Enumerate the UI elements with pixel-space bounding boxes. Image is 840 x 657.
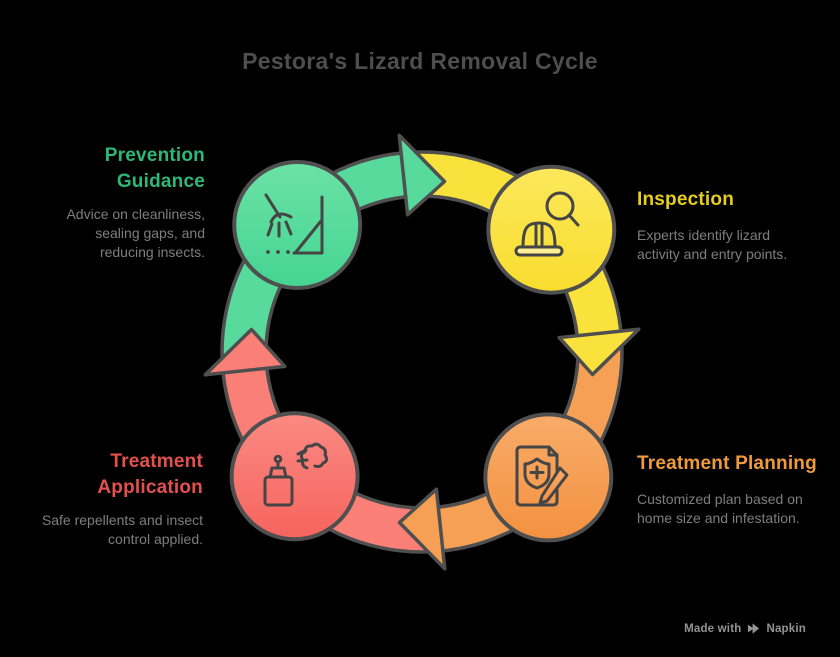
dust-dots: [266, 250, 290, 254]
stage-heading-treatment-application: Treatment Application: [97, 451, 203, 498]
stage-description-treatment-planning: Customized plan based on home size and i…: [637, 491, 803, 526]
stage-text-prevention-guidance: Prevention Guidance Advice on cleanlines…: [25, 143, 205, 262]
page-title: Pestora's Lizard Removal Cycle: [242, 48, 598, 74]
cycle-arrows: [203, 133, 641, 571]
magnifier-lens: [545, 191, 575, 221]
broom-bristles: [266, 220, 293, 238]
corner-lines: [292, 195, 324, 255]
spray-cloud: [299, 442, 329, 470]
stage-text-treatment-planning: Treatment Planning Customized plan based…: [637, 451, 837, 528]
watermark-prefix: Made with: [684, 622, 742, 635]
shield-cross: [529, 465, 545, 480]
stage-description-inspection: Experts identify lizard activity and ent…: [637, 227, 788, 262]
stage-text-inspection: Inspection Experts identify lizard activ…: [637, 187, 832, 264]
pencil: [538, 466, 569, 505]
document-fold: [547, 445, 559, 457]
bottle-body: [263, 475, 294, 507]
watermark-brand: Napkin: [766, 622, 806, 635]
watermark: Made with Napkin: [684, 622, 806, 635]
corner-diagonal: [294, 219, 323, 254]
broom-sweeping-icon: [264, 193, 324, 255]
document-outline: [515, 445, 559, 507]
spray-bottle-icon: [263, 442, 329, 507]
stage-heading-treatment-planning: Treatment Planning: [637, 453, 817, 474]
nozzle-ball: [273, 454, 283, 464]
magnifier-handle: [567, 213, 580, 227]
hard-hat-magnifier-icon: [514, 191, 580, 257]
helmet-ridge: [534, 222, 544, 249]
stage-description-prevention-guidance: Advice on cleanliness, sealing gaps, and…: [66, 206, 205, 260]
stage-circle-treatment-application: [229, 411, 360, 542]
arrowhead-inspection-to-treatment-planning: [557, 327, 641, 377]
stage-text-treatment-application: Treatment Application Safe repellents an…: [23, 449, 203, 549]
stage-heading-inspection: Inspection: [637, 189, 735, 210]
stage-description-treatment-application: Safe repellents and insect control appli…: [41, 512, 203, 547]
arrowhead-treatment-application-to-prevention-guidance: [203, 327, 287, 377]
arrowhead-treatment-planning-to-treatment-application: [397, 487, 447, 571]
helmet-brim: [514, 245, 564, 257]
arrowhead-prevention-guidance-to-inspection: [397, 133, 447, 217]
shield-outline: [523, 457, 551, 490]
document-shield-pencil-icon: [515, 445, 569, 507]
helmet-dome: [521, 221, 557, 249]
stage-heading-prevention-guidance: Prevention Guidance: [104, 145, 205, 192]
broom-head: [269, 212, 293, 224]
napkin-logo-icon: [748, 623, 760, 634]
stage-circle-prevention-guidance: [232, 160, 363, 290]
